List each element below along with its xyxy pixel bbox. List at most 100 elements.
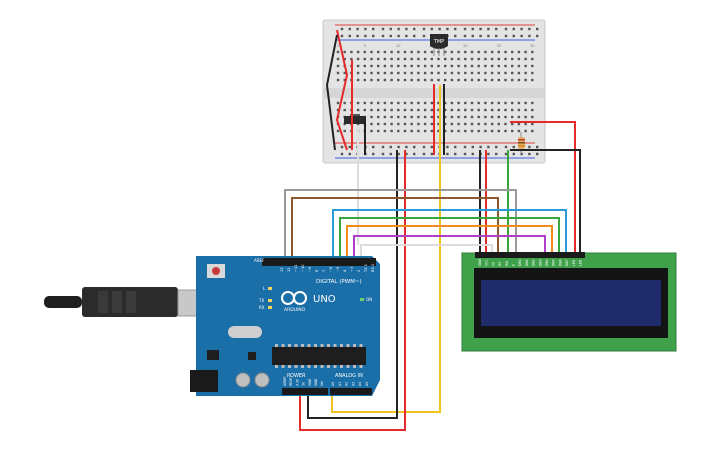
rail-hole: [504, 145, 508, 149]
breadboard-hole: [477, 71, 480, 75]
wire-purple-d2[interactable]: [353, 235, 546, 258]
breadboard-hole: [430, 115, 433, 119]
chip-leg: [327, 344, 330, 347]
breadboard-hole: [417, 129, 420, 133]
breadboard-hole: [497, 57, 500, 61]
breadboard-hole: [370, 108, 373, 112]
wire-orange-d3[interactable]: [346, 225, 553, 258]
wire-red-lcd-led[interactable]: [510, 121, 576, 252]
breadboard-hole: [497, 122, 500, 126]
breadboard-hole: [517, 122, 521, 126]
pushbutton-component[interactable]: [344, 114, 366, 124]
lcd-pin-label: DB6: [558, 259, 562, 266]
breadboard-hole: [490, 101, 494, 105]
breadboard-hole: [511, 50, 514, 54]
breadboard-hole: [517, 71, 521, 75]
breadboard-hole: [397, 78, 400, 82]
wire-white-d1[interactable]: [360, 244, 493, 258]
breadboard-hole: [423, 115, 427, 119]
chip-leg: [281, 365, 285, 368]
breadboard-hole: [370, 64, 373, 68]
breadboard-hole: [377, 78, 380, 82]
breadboard-hole: [397, 129, 400, 133]
usb-cable[interactable]: [44, 287, 213, 317]
breadboard-hole: [504, 122, 507, 126]
power-pin-label: GND: [314, 378, 318, 386]
wire-yellow-a0[interactable]: [331, 85, 441, 413]
column-number: 5: [364, 44, 366, 48]
wire-red-rail-bridge[interactable]: [335, 29, 349, 151]
breadboard-hole: [444, 50, 447, 54]
capacitor-2: [254, 372, 270, 388]
breadboard-hole: [531, 64, 534, 68]
rail-hole: [536, 145, 539, 149]
rail-hole: [413, 152, 416, 156]
digital-pin-label: ~10: [301, 264, 305, 272]
power-pin-label: Vin: [320, 381, 324, 386]
breadboard-hole: [477, 115, 480, 119]
rail-hole: [405, 145, 408, 149]
reset-button-cap[interactable]: [212, 267, 220, 275]
digital-pin-label: 8: [315, 269, 319, 272]
breadboard-hole: [457, 64, 460, 68]
breadboard-hole: [383, 57, 387, 61]
breadboard-hole: [497, 129, 500, 133]
wire-green-d4[interactable]: [339, 217, 560, 258]
breadboard-hole: [531, 78, 534, 82]
wire-gray-d12[interactable]: [284, 189, 517, 258]
breadboard-hole: [531, 50, 534, 54]
rail-hole: [454, 145, 457, 149]
breadboard-hole: [470, 71, 474, 75]
breadboard-hole: [383, 50, 387, 54]
breadboard-hole: [410, 101, 413, 105]
wire-black-lcd-led[interactable]: [510, 149, 581, 252]
wire-blue-d5[interactable]: [332, 209, 567, 258]
wire-brown-d11[interactable]: [291, 197, 499, 258]
breadboard-hole: [457, 78, 460, 82]
column-number: 20: [463, 44, 467, 48]
chip-leg: [346, 365, 350, 368]
breadboard-hole: [383, 78, 387, 82]
rail-hole: [405, 34, 408, 38]
rail-hole: [454, 27, 457, 31]
power-jack[interactable]: [190, 370, 218, 392]
lcd-pin-label: RW: [505, 260, 509, 266]
wire-red-5v[interactable]: [299, 150, 406, 431]
breadboard-hole: [484, 64, 487, 68]
rail-hole: [487, 145, 490, 149]
breadboard-hole: [363, 71, 366, 75]
rail-hole: [487, 152, 490, 156]
rail-hole: [381, 145, 385, 149]
lcd-screen: [481, 280, 661, 326]
breadboard-hole: [524, 115, 527, 119]
breadboard-hole: [403, 50, 407, 54]
rail-hole: [413, 34, 416, 38]
breadboard-hole: [336, 129, 340, 133]
temperature-sensor[interactable]: TMP: [430, 34, 448, 56]
breadboard-hole: [450, 101, 454, 105]
breadboard-hole: [484, 122, 487, 126]
rail-hole: [495, 152, 498, 156]
breadboard-hole: [397, 115, 400, 119]
power-label: POWER: [287, 373, 306, 379]
rail-hole: [356, 27, 359, 31]
brand-label: ARDUINO: [284, 307, 306, 313]
breadboard-hole: [490, 108, 494, 112]
breadboard-hole: [477, 129, 480, 133]
breadboard-hole: [403, 115, 407, 119]
power-pin-label: GND: [308, 378, 312, 386]
rail-hole: [413, 27, 416, 31]
rx-led-label: RX: [259, 305, 265, 310]
breadboard-hole: [511, 57, 514, 61]
rail-hole: [479, 145, 482, 149]
rail-hole: [463, 34, 467, 38]
breadboard-hole: [477, 122, 480, 126]
breadboard-hole: [437, 78, 440, 82]
breadboard-hole: [430, 101, 433, 105]
digital-header: [262, 258, 376, 266]
wire-black-gnd[interactable]: [307, 150, 398, 419]
wire-black-rail-bridge[interactable]: [325, 34, 338, 151]
